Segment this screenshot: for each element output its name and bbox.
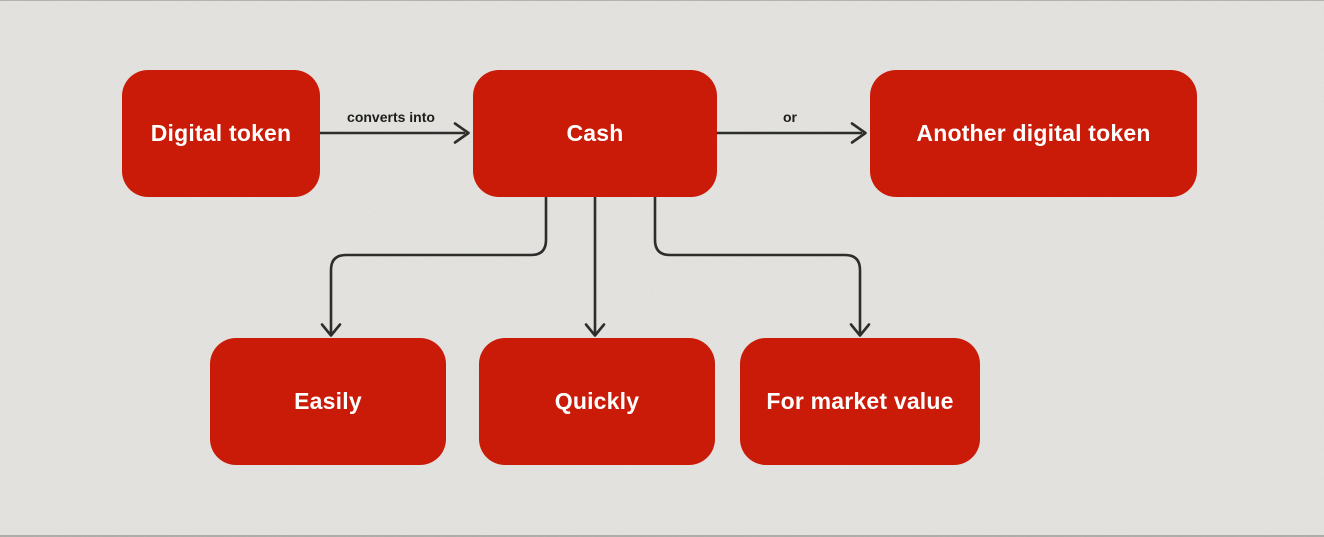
arrowhead-down-icon	[320, 323, 342, 337]
node-label-for-market-value: For market value	[766, 388, 954, 414]
node-label-cash: Cash	[566, 120, 624, 146]
node-another-digital-token: Another digital token	[870, 70, 1197, 197]
edge-cash-to-quickly	[584, 195, 606, 337]
edge-digital-token-to-cash	[318, 122, 470, 144]
node-quickly: Quickly	[479, 338, 715, 465]
edge-label-cash-to-another-digital-token: or	[783, 109, 797, 125]
arrowhead-right-icon	[453, 122, 470, 144]
edge-cash-to-another-digital-token	[715, 122, 867, 144]
node-label-quickly: Quickly	[554, 388, 640, 414]
node-label-digital-token: Digital token	[150, 120, 292, 146]
node-digital-token: Digital token	[122, 70, 320, 197]
arrowhead-down-icon	[849, 323, 871, 337]
node-easily: Easily	[210, 338, 446, 465]
node-cash: Cash	[473, 70, 717, 197]
edge-cash-to-for-market-value	[653, 195, 871, 337]
node-label-another-digital-token: Another digital token	[916, 120, 1151, 146]
node-label-easily: Easily	[294, 388, 362, 414]
edge-cash-to-easily	[320, 195, 548, 337]
arrowhead-right-icon	[850, 122, 867, 144]
arrowhead-down-icon	[584, 323, 606, 337]
node-for-market-value: For market value	[740, 338, 980, 465]
edge-label-digital-token-to-cash: converts into	[347, 109, 435, 125]
